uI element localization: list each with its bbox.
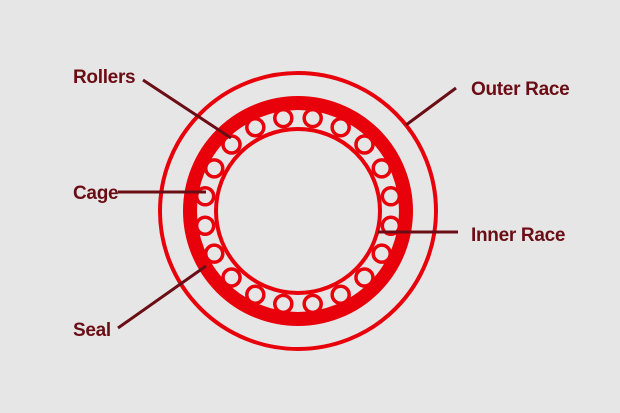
roller (273, 107, 294, 129)
roller (204, 158, 225, 179)
roller (221, 134, 242, 155)
roller (273, 293, 294, 315)
seal-label: Seal (73, 320, 111, 341)
seal-leader-line (117, 264, 207, 330)
roller (245, 284, 266, 305)
roller (302, 107, 323, 129)
roller (330, 284, 351, 305)
seal-band (183, 96, 413, 326)
roller (204, 243, 225, 264)
roller (194, 215, 216, 236)
inner-race-ring (214, 127, 382, 295)
roller (330, 117, 351, 138)
roller (245, 117, 266, 138)
outer-race-label: Outer Race (471, 79, 569, 100)
inner-race-label: Inner Race (471, 225, 565, 246)
roller (221, 267, 242, 288)
cage-label: Cage (73, 183, 118, 204)
rollers-group (194, 107, 402, 315)
roller (371, 243, 392, 264)
roller (302, 293, 323, 315)
roller (354, 134, 375, 155)
rollers-leader-line (142, 78, 232, 140)
roller (371, 158, 392, 179)
roller (380, 186, 402, 207)
outer-race-ring (158, 71, 438, 351)
rollers-label: Rollers (73, 67, 135, 88)
outer-race-leader-line (405, 86, 457, 127)
roller (194, 186, 216, 207)
roller (380, 215, 402, 236)
roller (354, 267, 375, 288)
